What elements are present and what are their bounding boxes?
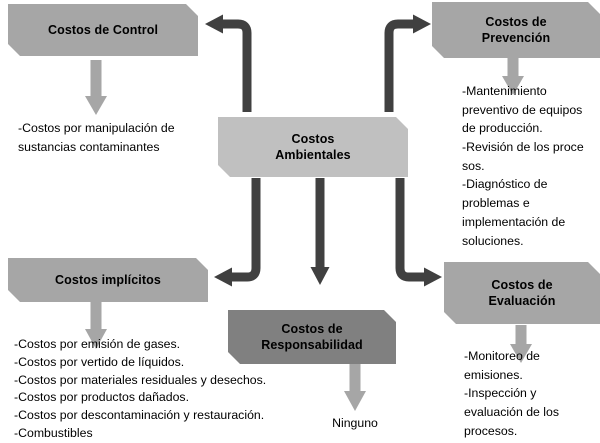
arrow-center-to-implicitos xyxy=(214,178,261,287)
node-costos-implicitos-label: Costos implícitos xyxy=(55,273,161,287)
node-costos-de-responsabilidad[interactable]: Costos de Responsabilidad xyxy=(228,310,396,364)
node-costos-de-control[interactable]: Costos de Control xyxy=(8,4,198,56)
arrow-center-to-prevencion xyxy=(384,14,431,112)
node-costos-ambientales[interactable]: Costos Ambientales xyxy=(218,117,408,177)
arrow-center-to-responsabilidad xyxy=(310,178,330,285)
arrow-center-to-evaluacion xyxy=(395,178,442,287)
node-costos-de-prevencion[interactable]: Costos de Prevención xyxy=(432,2,600,58)
detail-costos-de-evaluacion: -Monitoreo de emisiones. -Inspección y e… xyxy=(464,349,560,438)
detail-costos-de-control: -Costos por manipulación de sustancias c… xyxy=(18,121,175,154)
node-costos-implicitos[interactable]: Costos implícitos xyxy=(8,258,208,302)
node-costos-de-control-label: Costos de Control xyxy=(47,23,159,37)
arrow-center-to-control xyxy=(205,14,252,112)
arrow-control-to-detail xyxy=(85,60,107,115)
arrow-responsabilidad-to-detail xyxy=(344,364,366,411)
node-costos-de-prevencion-label: Costos de Prevención xyxy=(481,15,551,45)
node-costos-ambientales-label: Costos Ambientales xyxy=(275,132,351,162)
detail-costos-de-responsabilidad: Ninguno xyxy=(332,416,378,430)
node-costos-de-evaluacion[interactable]: Costos de Evaluación xyxy=(444,262,600,324)
detail-costos-implicitos: -Costos por emisión de gases. -Costos po… xyxy=(14,337,267,441)
node-costos-de-evaluacion-label: Costos de Evaluación xyxy=(488,278,556,308)
detail-costos-de-prevencion: -Mantenimiento preventivo de equipos de … xyxy=(462,84,584,248)
node-costos-de-responsabilidad-label: Costos de Responsabilidad xyxy=(261,322,363,352)
